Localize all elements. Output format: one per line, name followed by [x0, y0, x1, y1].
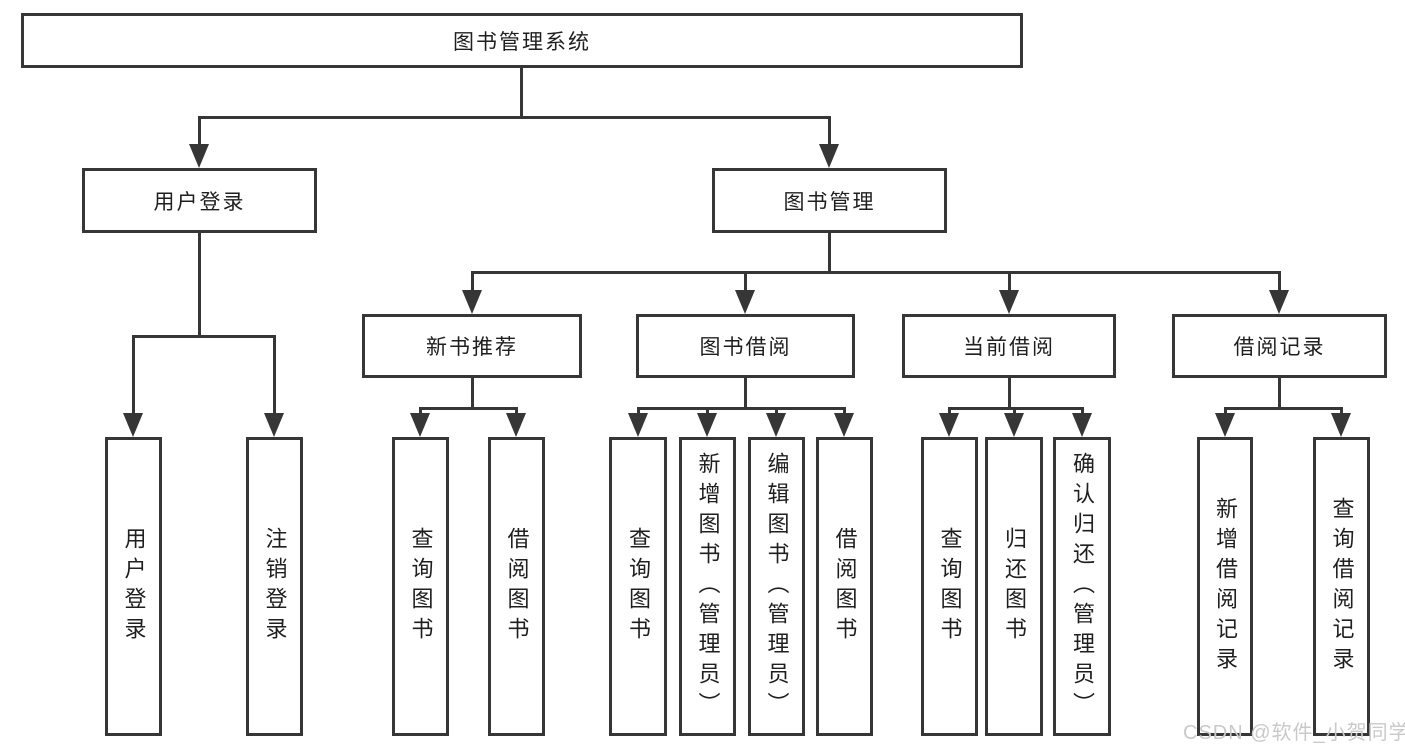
- connector-line: [419, 407, 422, 415]
- connector-line: [1278, 271, 1281, 291]
- arrow-down-icon: [834, 413, 854, 437]
- arrow-down-icon: [410, 413, 430, 437]
- node-label: 新增借阅记录: [1213, 496, 1238, 677]
- node-user-login: 用户登录: [82, 168, 317, 233]
- node-leaf-cb-confirm-return-admin: 确认归还（管理员）: [1053, 437, 1111, 736]
- connector-line: [843, 407, 846, 415]
- node-label: 查询借阅记录: [1329, 496, 1355, 677]
- connector-line: [520, 68, 523, 117]
- arrow-down-icon: [264, 413, 284, 437]
- node-leaf-br-query-record: 查询借阅记录: [1313, 437, 1370, 736]
- connector-line: [132, 335, 135, 414]
- node-label: 用户登录: [121, 526, 147, 647]
- connector-line: [515, 407, 518, 415]
- node-library-management-system: 图书管理系统: [21, 13, 1023, 68]
- connector-line: [1224, 407, 1227, 415]
- node-leaf-bb-borrow-books: 借阅图书: [816, 437, 873, 736]
- node-label: 注销登录: [262, 526, 288, 647]
- node-leaf-cb-query-books: 查询图书: [921, 437, 978, 736]
- connector-line: [198, 233, 201, 337]
- node-borrow-records: 借阅记录: [1172, 314, 1387, 378]
- node-label: 查询图书: [408, 526, 434, 647]
- connector-line: [1081, 407, 1084, 415]
- node-book-management: 图书管理: [712, 168, 947, 233]
- node-book-borrow: 图书借阅: [636, 314, 855, 378]
- arrow-down-icon: [735, 290, 755, 314]
- connector-line: [1340, 407, 1343, 415]
- arrow-down-icon: [462, 290, 482, 314]
- node-label: 借阅记录: [1233, 336, 1326, 359]
- connector-line: [775, 407, 778, 415]
- arrow-down-icon: [1215, 413, 1235, 437]
- node-label: 归还图书: [1002, 526, 1027, 647]
- arrow-down-icon: [939, 413, 959, 437]
- node-leaf-br-add-record: 新增借阅记录: [1197, 437, 1253, 736]
- node-label: 新增图书（管理员）: [695, 451, 721, 722]
- node-leaf-cb-return-books: 归还图书: [985, 437, 1043, 736]
- node-label: 查询图书: [626, 526, 651, 647]
- arrow-down-icon: [628, 413, 648, 437]
- connector-line: [828, 116, 831, 145]
- node-label: 用户登录: [153, 190, 246, 214]
- arrow-down-icon: [123, 413, 143, 437]
- arrow-down-icon: [506, 413, 526, 437]
- node-label: 图书管理: [783, 190, 876, 214]
- connector-line: [1008, 378, 1011, 409]
- connector-line: [1224, 407, 1343, 410]
- arrow-down-icon: [697, 413, 717, 437]
- arrow-down-icon: [1004, 413, 1024, 437]
- connector-line: [744, 378, 747, 409]
- node-label: 当前借阅: [963, 336, 1055, 359]
- node-label: 编辑图书（管理员）: [764, 451, 790, 722]
- arrow-down-icon: [999, 290, 1019, 314]
- connector-line: [471, 378, 474, 409]
- connector-line: [471, 271, 1281, 274]
- arrow-down-icon: [1072, 413, 1092, 437]
- connector-line: [706, 407, 709, 415]
- node-label: 查询图书: [937, 526, 963, 647]
- connector-line: [744, 271, 747, 291]
- connector-line: [471, 271, 474, 291]
- connector-line: [1008, 271, 1011, 291]
- node-leaf-user-login: 用户登录: [105, 437, 162, 736]
- node-label: 图书借阅: [699, 336, 792, 359]
- arrow-down-icon: [766, 413, 786, 437]
- node-label: 借阅图书: [832, 526, 858, 647]
- connector-line: [198, 116, 201, 145]
- node-leaf-bb-query-books: 查询图书: [609, 437, 667, 736]
- node-leaf-bb-add-books-admin: 新增图书（管理员）: [679, 437, 736, 736]
- node-new-book-recommend: 新书推荐: [362, 314, 582, 378]
- arrow-down-icon: [1331, 413, 1351, 437]
- arrow-down-icon: [189, 144, 209, 168]
- connector-line: [132, 335, 276, 338]
- node-label: 图书管理系统: [453, 30, 591, 54]
- connector-line: [198, 116, 831, 119]
- connector-line: [637, 407, 846, 410]
- node-label: 确认归还（管理员）: [1070, 451, 1095, 722]
- node-leaf-nb-borrow-books: 借阅图书: [488, 437, 545, 736]
- connector-line: [637, 407, 640, 415]
- connector-line: [273, 335, 276, 414]
- arrow-down-icon: [819, 144, 839, 168]
- connector-line: [948, 407, 951, 415]
- node-label: 新书推荐: [426, 336, 518, 359]
- node-leaf-bb-edit-books-admin: 编辑图书（管理员）: [748, 437, 805, 736]
- arrow-down-icon: [1269, 290, 1289, 314]
- node-leaf-logout: 注销登录: [246, 437, 303, 736]
- connector-line: [1278, 378, 1281, 409]
- node-current-borrow: 当前借阅: [902, 314, 1116, 378]
- connector-line: [1013, 407, 1016, 415]
- csdn-watermark: CSDN @软件_小贺同学: [1183, 722, 1405, 744]
- connector-line: [419, 407, 518, 410]
- node-leaf-nb-query-books: 查询图书: [392, 437, 449, 736]
- connector-line: [948, 407, 1084, 410]
- connector-line: [828, 233, 831, 273]
- node-label: 借阅图书: [504, 526, 530, 647]
